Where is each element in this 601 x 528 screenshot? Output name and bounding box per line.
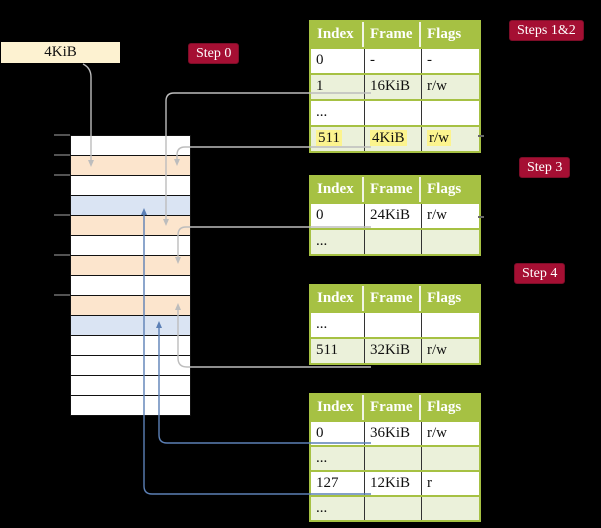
table-cell: 127 <box>316 475 339 491</box>
table-row: ... <box>311 445 479 470</box>
table-cell <box>421 101 479 125</box>
memory-cell-4 <box>71 196 190 216</box>
column-header: Flags <box>427 290 462 306</box>
table-cell: - <box>421 49 479 73</box>
table-cell: r/w <box>421 204 479 228</box>
table-cell: 511 <box>316 342 338 358</box>
column-header: Frame <box>364 395 421 420</box>
memory-cell-9 <box>71 296 190 316</box>
table-cell <box>421 447 479 470</box>
table-row: ... <box>311 495 479 520</box>
highlighted-value: 4KiB <box>370 130 407 146</box>
memory-cell-3 <box>71 176 190 196</box>
badge-step-0: Step 0 <box>188 43 240 64</box>
table-cell: ... <box>316 316 328 332</box>
table-cell: 32KiB <box>364 339 421 363</box>
memory-cell-14 <box>71 396 190 415</box>
table-cell: 12KiB <box>364 472 421 495</box>
highlighted-value: r/w <box>427 130 451 146</box>
table-cell: r/w <box>421 75 479 99</box>
table-cell: r <box>421 472 479 495</box>
column-header: Flags <box>427 399 462 415</box>
memory-cell-6 <box>71 236 190 256</box>
column-header: Index <box>311 22 364 47</box>
badge-steps-1-2: Steps 1&2 <box>509 20 584 41</box>
memory-cell-5 <box>71 216 190 236</box>
table-row: ... <box>311 228 479 254</box>
table-cell <box>364 101 421 125</box>
table-row: 511 4KiB r/w <box>311 125 479 151</box>
table-cell: ... <box>316 450 328 466</box>
column-header: Index <box>311 177 364 202</box>
table-cell: 4KiB <box>364 127 421 151</box>
memory-cell-12 <box>71 356 190 376</box>
memory-cell-7 <box>71 256 190 276</box>
column-header: Flags <box>427 26 462 42</box>
frame-size-box: 4KiB <box>1 42 120 63</box>
table-cell: r/w <box>421 127 479 151</box>
badge-step-3: Step 3 <box>519 157 571 178</box>
table-cell: 16KiB <box>364 75 421 99</box>
table-cell <box>421 230 479 254</box>
memory-cell-13 <box>71 376 190 396</box>
column-header: Index <box>311 395 364 420</box>
table-cell: 24KiB <box>364 204 421 228</box>
table-cell <box>364 447 421 470</box>
table-cell: 0 <box>316 207 324 223</box>
memory-cell-10 <box>71 316 190 336</box>
physical-memory-column <box>70 135 191 416</box>
column-header: Index <box>311 286 364 311</box>
table-row: ... <box>311 311 479 337</box>
highlighted-value: 511 <box>316 130 342 146</box>
table-cell: ... <box>316 104 328 120</box>
address-tick-marks <box>54 134 70 296</box>
column-header: Frame <box>364 177 421 202</box>
table-cell <box>364 313 421 337</box>
memory-cell-2 <box>71 156 190 176</box>
memory-cell-1 <box>71 136 190 156</box>
table-cell <box>421 313 479 337</box>
table-cell <box>364 497 421 520</box>
table-row: ... <box>311 99 479 125</box>
table-cell: 511 <box>311 127 364 151</box>
table-cell: - <box>364 49 421 73</box>
table-cell <box>364 230 421 254</box>
table-cell: 1 <box>316 78 324 94</box>
column-header: Frame <box>364 22 421 47</box>
column-header: Frame <box>364 286 421 311</box>
table-cell: 0 <box>316 425 324 441</box>
table-row: 0 -- <box>311 47 479 73</box>
table-cell: r/w <box>421 422 479 445</box>
table-cell: 36KiB <box>364 422 421 445</box>
memory-cell-11 <box>71 336 190 356</box>
column-header: Flags <box>427 181 462 197</box>
table-cell: 0 <box>316 52 324 68</box>
badge-step-4: Step 4 <box>514 263 566 284</box>
table-cell: ... <box>316 500 328 516</box>
memory-cell-8 <box>71 276 190 296</box>
table-cell <box>421 497 479 520</box>
table-cell: ... <box>316 233 328 249</box>
table-cell: r/w <box>421 339 479 363</box>
